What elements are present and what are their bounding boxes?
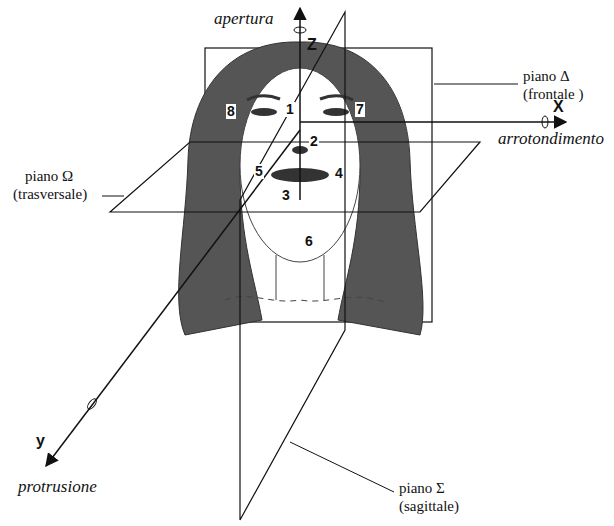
callout-number: 5 bbox=[254, 164, 264, 179]
y-axis bbox=[46, 130, 300, 466]
callout-number: 2 bbox=[309, 134, 319, 149]
callout-number: 4 bbox=[334, 166, 344, 181]
axis-name: protrusione bbox=[18, 478, 97, 497]
leader-line bbox=[434, 84, 518, 85]
axis-letter: Z bbox=[307, 36, 317, 54]
neck bbox=[276, 255, 324, 300]
x-axis bbox=[300, 121, 566, 123]
hair bbox=[179, 42, 423, 335]
z-axis bbox=[299, 8, 301, 200]
plane-name: piano Δ bbox=[522, 68, 571, 85]
callout-number: 6 bbox=[304, 234, 314, 249]
plane-name: piano Σ bbox=[398, 480, 446, 497]
transverse-plane bbox=[110, 142, 480, 212]
callout-number: 8 bbox=[226, 104, 236, 119]
plane-name: (sagittale) bbox=[398, 498, 460, 515]
axis-letter: y bbox=[36, 432, 45, 450]
leader-line bbox=[290, 442, 394, 492]
shoulder-line bbox=[225, 296, 385, 302]
left-eye bbox=[251, 108, 277, 116]
axis-name: apertura bbox=[214, 10, 274, 29]
axis-name: arrotondimento bbox=[498, 130, 604, 149]
callout-number: 3 bbox=[281, 188, 291, 203]
plane-name: (trasversale) bbox=[12, 186, 88, 203]
sagittal-plane bbox=[240, 12, 345, 520]
rotation-mark bbox=[294, 27, 306, 33]
callout-number: 7 bbox=[355, 102, 365, 117]
callout-number: 1 bbox=[285, 102, 295, 117]
rotation-mark bbox=[86, 397, 98, 410]
leader-line bbox=[102, 196, 124, 197]
rotation-mark bbox=[542, 116, 548, 128]
axis-letter: X bbox=[553, 98, 564, 116]
plane-name: piano Ω bbox=[24, 168, 74, 185]
